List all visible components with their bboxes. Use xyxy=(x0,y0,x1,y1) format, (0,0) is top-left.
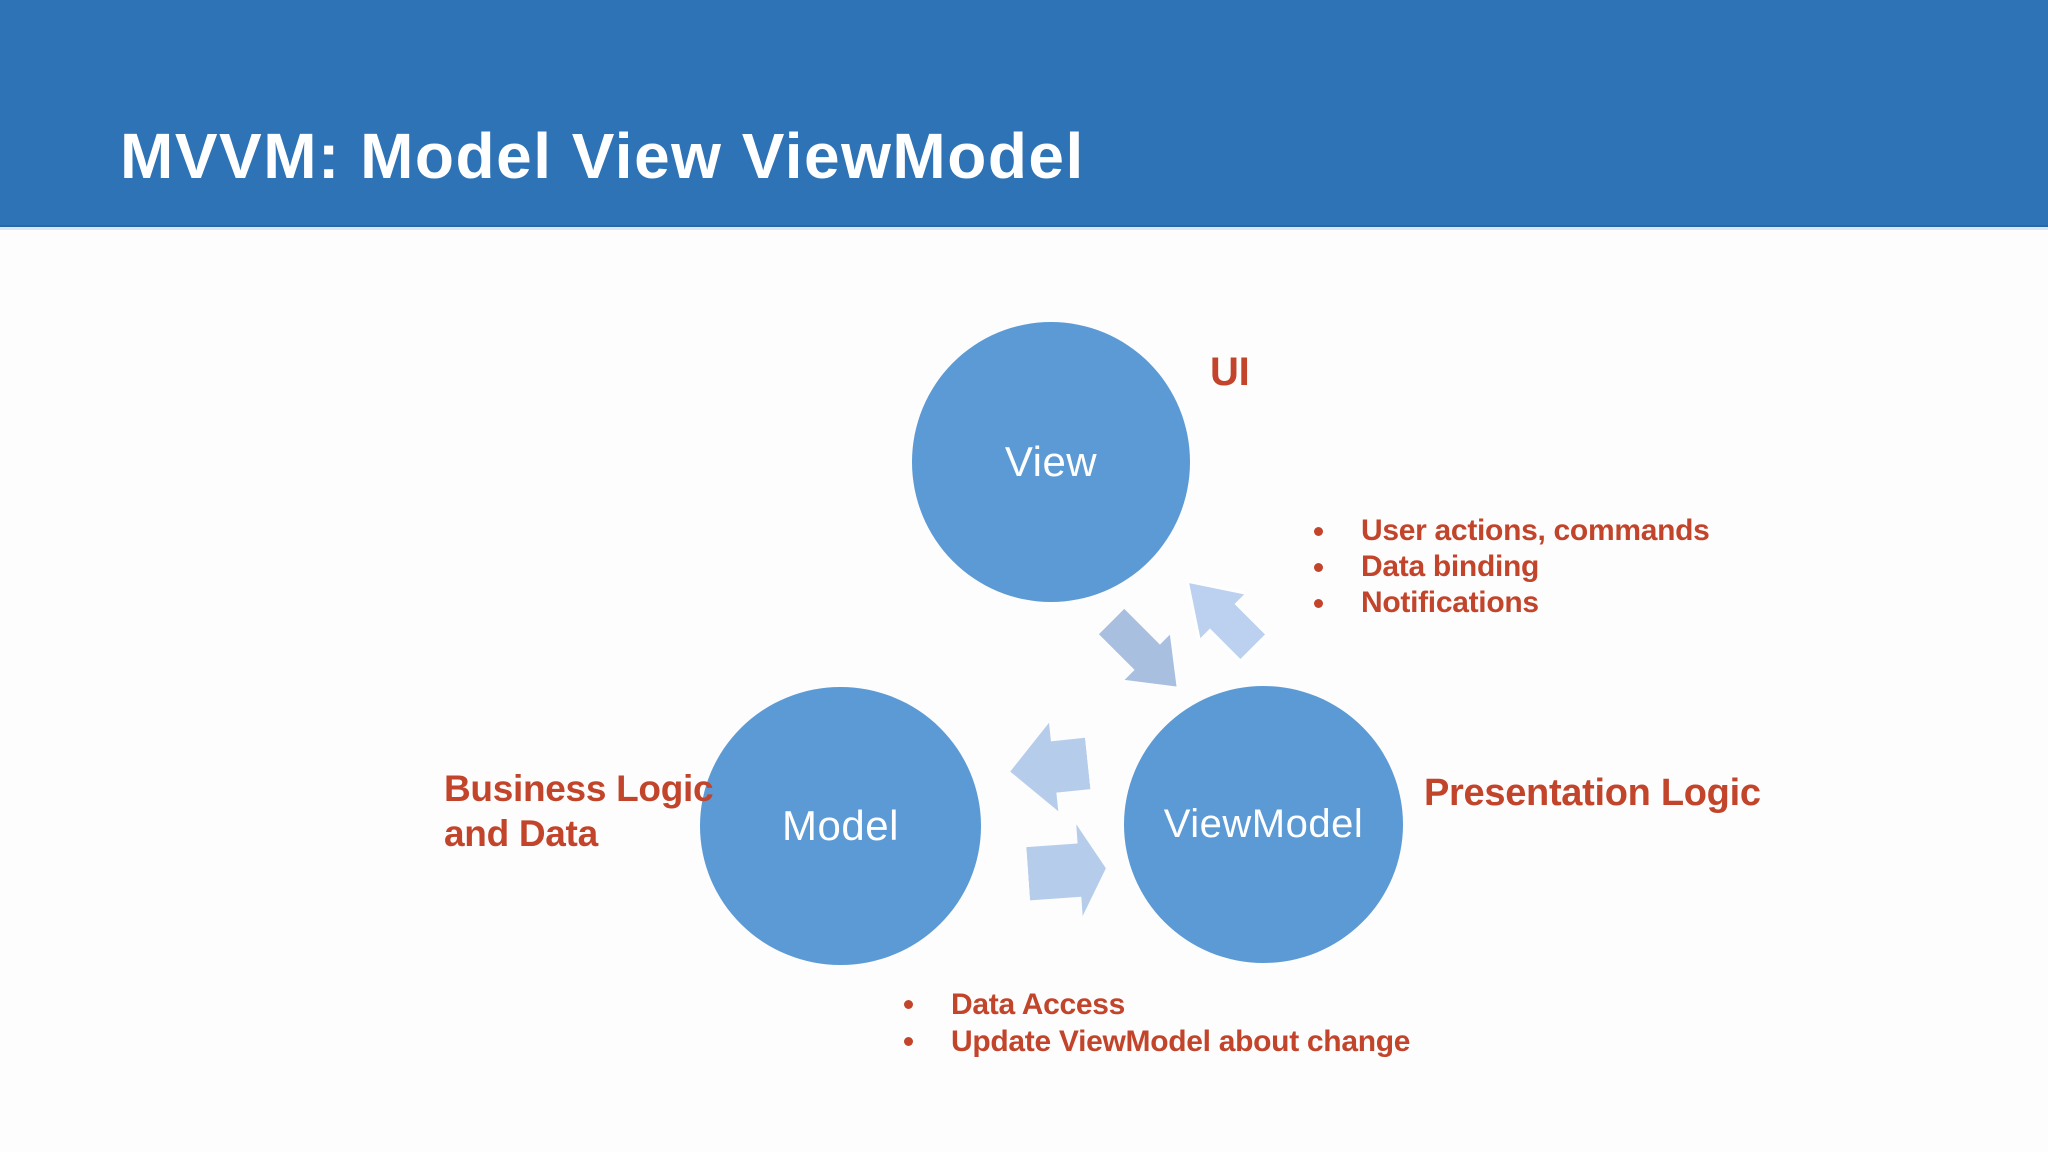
bullet-icon xyxy=(1314,526,1323,536)
list-item: Notifications xyxy=(1314,585,1710,621)
viewmodel-to-view-arrow-fill xyxy=(1167,561,1274,668)
list-item-label: Update ViewModel about change xyxy=(951,1024,1411,1058)
list-item: User actions, commands xyxy=(1314,513,1710,549)
list-item: Update ViewModel about change xyxy=(904,1023,1410,1060)
node-model: Model xyxy=(700,687,981,965)
viewmodel-annotation: Presentation Logic xyxy=(1424,772,1761,814)
list-item-label: Notifications xyxy=(1361,586,1539,619)
list-item: Data binding xyxy=(1314,549,1710,585)
bullet-icon xyxy=(1314,598,1323,608)
bullet-icon xyxy=(904,1037,913,1046)
node-viewmodel: ViewModel xyxy=(1124,686,1403,963)
list-item: Data Access xyxy=(904,986,1410,1023)
view-viewmodel-bullet-list: User actions, commands Data binding Noti… xyxy=(1314,513,1710,621)
node-view-label: View xyxy=(1004,438,1098,485)
node-view: View xyxy=(912,322,1190,602)
model-to-viewmodel-arrow-icon xyxy=(1025,822,1109,919)
view-to-viewmodel-arrow-icon xyxy=(1089,599,1199,709)
page-title: MVVM: Model View ViewModel xyxy=(120,120,1085,192)
model-annotation: Business Logic and Data xyxy=(444,768,714,854)
list-item-label: User actions, commands xyxy=(1361,514,1710,547)
view-annotation: UI xyxy=(1210,350,1250,394)
node-model-label: Model xyxy=(782,802,899,849)
list-item-label: Data Access xyxy=(951,987,1126,1021)
bullet-icon xyxy=(904,1000,913,1009)
bullet-icon xyxy=(1314,562,1323,572)
node-viewmodel-label: ViewModel xyxy=(1163,802,1364,846)
list-item-label: Data binding xyxy=(1361,550,1540,583)
viewmodel-to-model-arrow-icon xyxy=(1006,719,1093,816)
model-viewmodel-bullet-list: Data Access Update ViewModel about chang… xyxy=(904,986,1410,1060)
slide-header: MVVM: Model View ViewModel xyxy=(0,0,2048,230)
viewmodel-to-view-arrow-icon xyxy=(1162,556,1281,675)
